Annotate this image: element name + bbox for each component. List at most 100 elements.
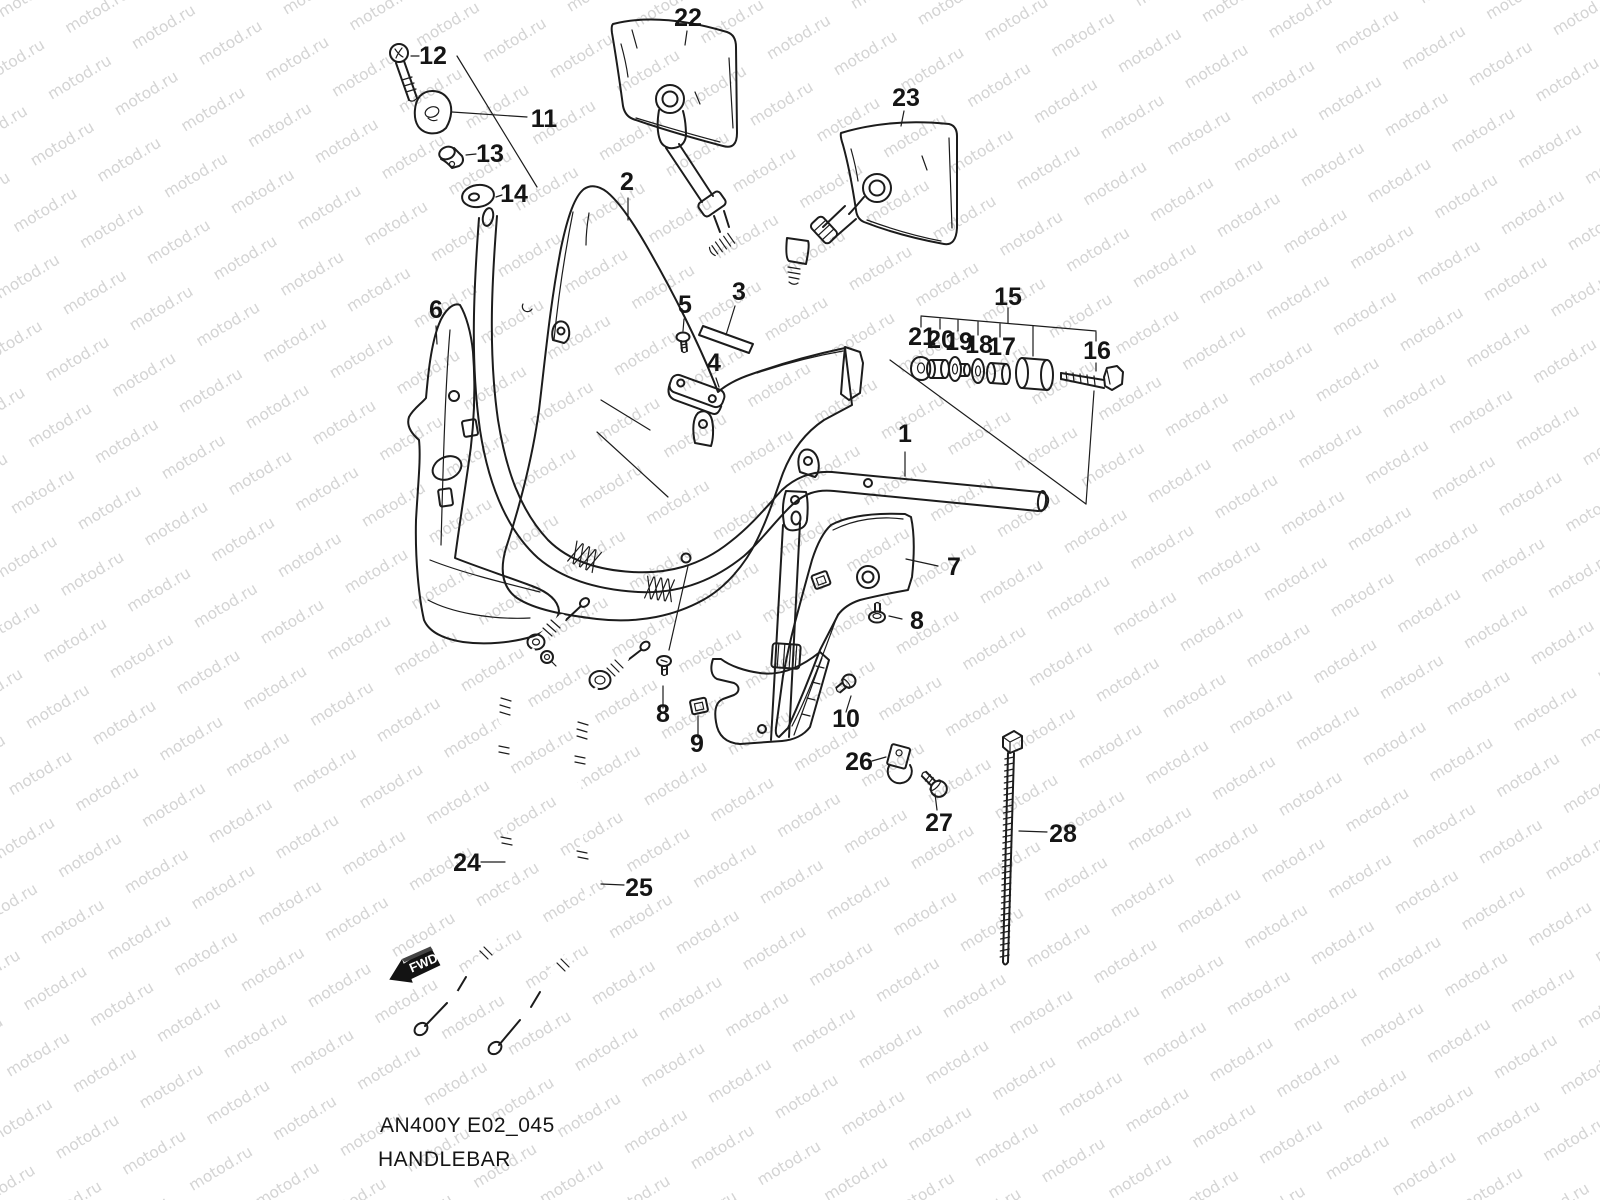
part-label-4: 4 <box>707 349 721 377</box>
leader-line-25 <box>600 883 625 886</box>
part-label-26: 26 <box>845 748 873 776</box>
screw-8-right <box>868 601 886 624</box>
part-label-5: 5 <box>678 291 692 319</box>
mirror-right <box>785 121 958 285</box>
leader-line-7 <box>905 558 939 567</box>
part-label-6: 6 <box>429 296 443 324</box>
part-label-12: 12 <box>419 42 447 70</box>
leader-line-22 <box>684 30 688 46</box>
tie-rung <box>1001 876 1012 880</box>
part-label-13: 13 <box>476 140 504 168</box>
handle-balancer-block <box>667 373 726 415</box>
diagram-title: HANDLEBAR <box>378 1148 511 1171</box>
tie-rung <box>1002 846 1013 850</box>
leader-line-13 <box>465 153 477 156</box>
cable-clamp <box>886 743 913 785</box>
part-labels: 1234567889101112131415161718192021222324… <box>410 4 1111 902</box>
part-label-28: 28 <box>1049 820 1077 848</box>
tie-rung <box>999 936 1011 940</box>
tie-rung <box>1000 930 1011 934</box>
part-label-14: 14 <box>500 180 528 208</box>
leader-line-27 <box>934 793 938 811</box>
knurl-band <box>567 540 603 574</box>
tie-rung <box>999 954 1010 958</box>
part-label-18: 18 <box>965 331 993 359</box>
part-label-20: 20 <box>927 326 955 354</box>
part-label-25: 25 <box>625 874 653 902</box>
clip-9 <box>689 696 709 716</box>
leader-line-5 <box>682 318 685 332</box>
part-label-7: 7 <box>947 553 961 581</box>
part-label-15: 15 <box>994 283 1022 311</box>
leader-line-3 <box>725 305 736 336</box>
part-label-24: 24 <box>453 849 481 877</box>
part-label-11: 11 <box>531 105 558 133</box>
tie-rung <box>1001 888 1012 892</box>
part-label-9: 9 <box>690 730 704 758</box>
part-label-27: 27 <box>925 809 953 837</box>
leader-line-28 <box>1018 830 1048 833</box>
tie-rung <box>1001 852 1013 856</box>
leader-line-6 <box>435 325 438 345</box>
leader-line-11 <box>451 111 528 118</box>
handlebar-cover-lower <box>710 651 830 745</box>
tie-rung <box>1001 870 1012 874</box>
part-label-17: 17 <box>988 333 1016 361</box>
tie-rung <box>1003 774 1015 778</box>
tie-rung <box>1003 804 1014 808</box>
tie-rung <box>1004 762 1015 766</box>
mirror-left-thread <box>708 232 736 257</box>
tie-rung <box>1000 912 1011 916</box>
tie-rung <box>1002 828 1013 832</box>
knurl-band <box>644 575 676 603</box>
part-label-16: 16 <box>1083 337 1111 365</box>
tie-rung <box>1003 780 1014 784</box>
throttle-cable-25 <box>487 640 651 1056</box>
tie-rung <box>1001 858 1013 862</box>
part-label-2: 2 <box>620 168 634 196</box>
tie-rung <box>1002 810 1014 814</box>
part-label-19: 19 <box>945 328 973 356</box>
tie-rung <box>1003 798 1014 802</box>
diagram-code: AN400Y E02_045 <box>380 1114 555 1137</box>
handlebar-mount-set <box>910 315 1097 391</box>
tie-rung <box>1002 840 1013 844</box>
clamp-bolt <box>920 770 948 798</box>
throttle-cable-24 <box>413 597 591 1037</box>
rear-cover <box>774 512 915 738</box>
screw-8-left <box>656 655 672 677</box>
part-label-8: 8 <box>656 700 670 728</box>
leader-line-26 <box>871 756 887 762</box>
tie-rung <box>1000 918 1011 922</box>
tie-rung <box>1001 864 1012 868</box>
part-label-1: 1 <box>898 420 912 448</box>
tie-rung <box>1001 882 1012 886</box>
tie-rung <box>1000 900 1012 904</box>
tie-rung <box>1002 822 1013 826</box>
tie-rung <box>999 942 1011 946</box>
screw-5 <box>675 331 691 354</box>
mirror-mount-hardware <box>389 43 538 209</box>
part-label-3: 3 <box>732 278 746 306</box>
part-label-10: 10 <box>832 705 860 733</box>
tie-rung <box>1003 792 1014 796</box>
fwd-arrow: FWD <box>389 946 441 983</box>
front-cover <box>407 303 560 645</box>
tie-rung <box>999 948 1010 952</box>
bolt-16 <box>1060 365 1124 391</box>
part-label-22: 22 <box>674 4 702 32</box>
tie-rung <box>1000 894 1012 898</box>
steering-stem <box>770 522 802 741</box>
tie-rung <box>1000 924 1011 928</box>
tie-rung <box>1003 768 1015 772</box>
leader-line-23 <box>900 110 905 127</box>
mirror-left <box>610 18 738 257</box>
tie-rung <box>1002 834 1013 838</box>
leader-line-4 <box>715 377 720 388</box>
tie-rung <box>1003 786 1014 790</box>
part-label-21: 21 <box>908 323 936 351</box>
handlebar-cover-upper <box>501 185 864 622</box>
part-label-8: 8 <box>910 607 924 635</box>
